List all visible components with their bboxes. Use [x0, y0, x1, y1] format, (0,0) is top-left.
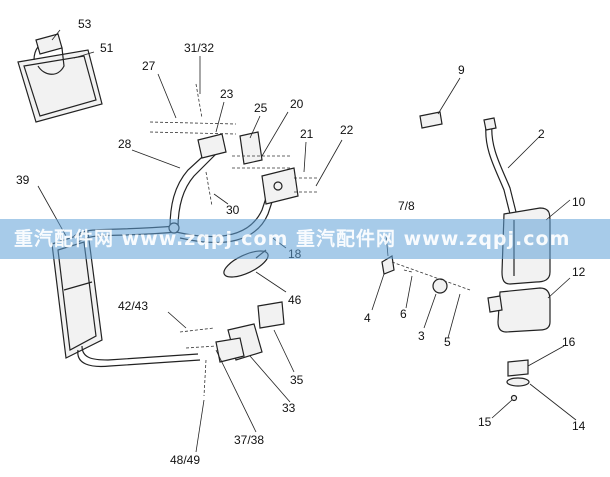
callout-2: 2: [538, 127, 545, 141]
cap-16: [506, 359, 530, 402]
callout-20: 20: [290, 97, 304, 111]
callout-35: 35: [290, 373, 304, 387]
callout-46: 46: [288, 293, 302, 307]
plate-9: [419, 111, 443, 129]
callout-39: 39: [16, 173, 30, 187]
callout-21: 21: [300, 127, 314, 141]
callout-33: 33: [282, 401, 296, 415]
callout-51: 51: [100, 41, 114, 55]
bracket-33-35: [215, 301, 285, 363]
callouts: 53 51 31/32 27 23 25 20 21 22 28 39 30 1…: [16, 17, 586, 467]
bracket-20: [239, 131, 299, 205]
callout-27: 27: [142, 59, 156, 73]
callout-7-8: 7/8: [398, 199, 415, 213]
fastener-lines-left: [149, 83, 318, 397]
callout-3: 3: [418, 329, 425, 343]
callout-5: 5: [444, 335, 451, 349]
callout-31-32: 31/32: [184, 41, 214, 55]
watermark-text: 重汽配件网 www.zqpj.com 重汽配件网 www.zqpj.com: [14, 228, 571, 250]
callout-42-43: 42/43: [118, 299, 148, 313]
callout-28: 28: [118, 137, 132, 151]
callout-22: 22: [340, 123, 354, 137]
callout-14: 14: [572, 419, 586, 433]
callout-6: 6: [400, 307, 407, 321]
callout-37-38: 37/38: [234, 433, 264, 447]
callout-25: 25: [254, 101, 268, 115]
leader-lines: [37, 51, 577, 453]
callout-53: 53: [78, 17, 92, 31]
callout-30: 30: [226, 203, 240, 217]
callout-16: 16: [562, 335, 576, 349]
watermark-band: [0, 219, 610, 259]
mirror-small-51: [17, 29, 103, 123]
tank-12: [487, 287, 551, 333]
pipe-2: [483, 117, 517, 215]
mirror-large-39: [51, 225, 201, 368]
callout-12: 12: [572, 265, 586, 279]
callout-15: 15: [478, 415, 492, 429]
callout-4: 4: [364, 311, 371, 325]
callout-23: 23: [220, 87, 234, 101]
callout-10: 10: [572, 195, 586, 209]
callout-9: 9: [458, 63, 465, 77]
callout-48-49: 48/49: [170, 453, 200, 467]
